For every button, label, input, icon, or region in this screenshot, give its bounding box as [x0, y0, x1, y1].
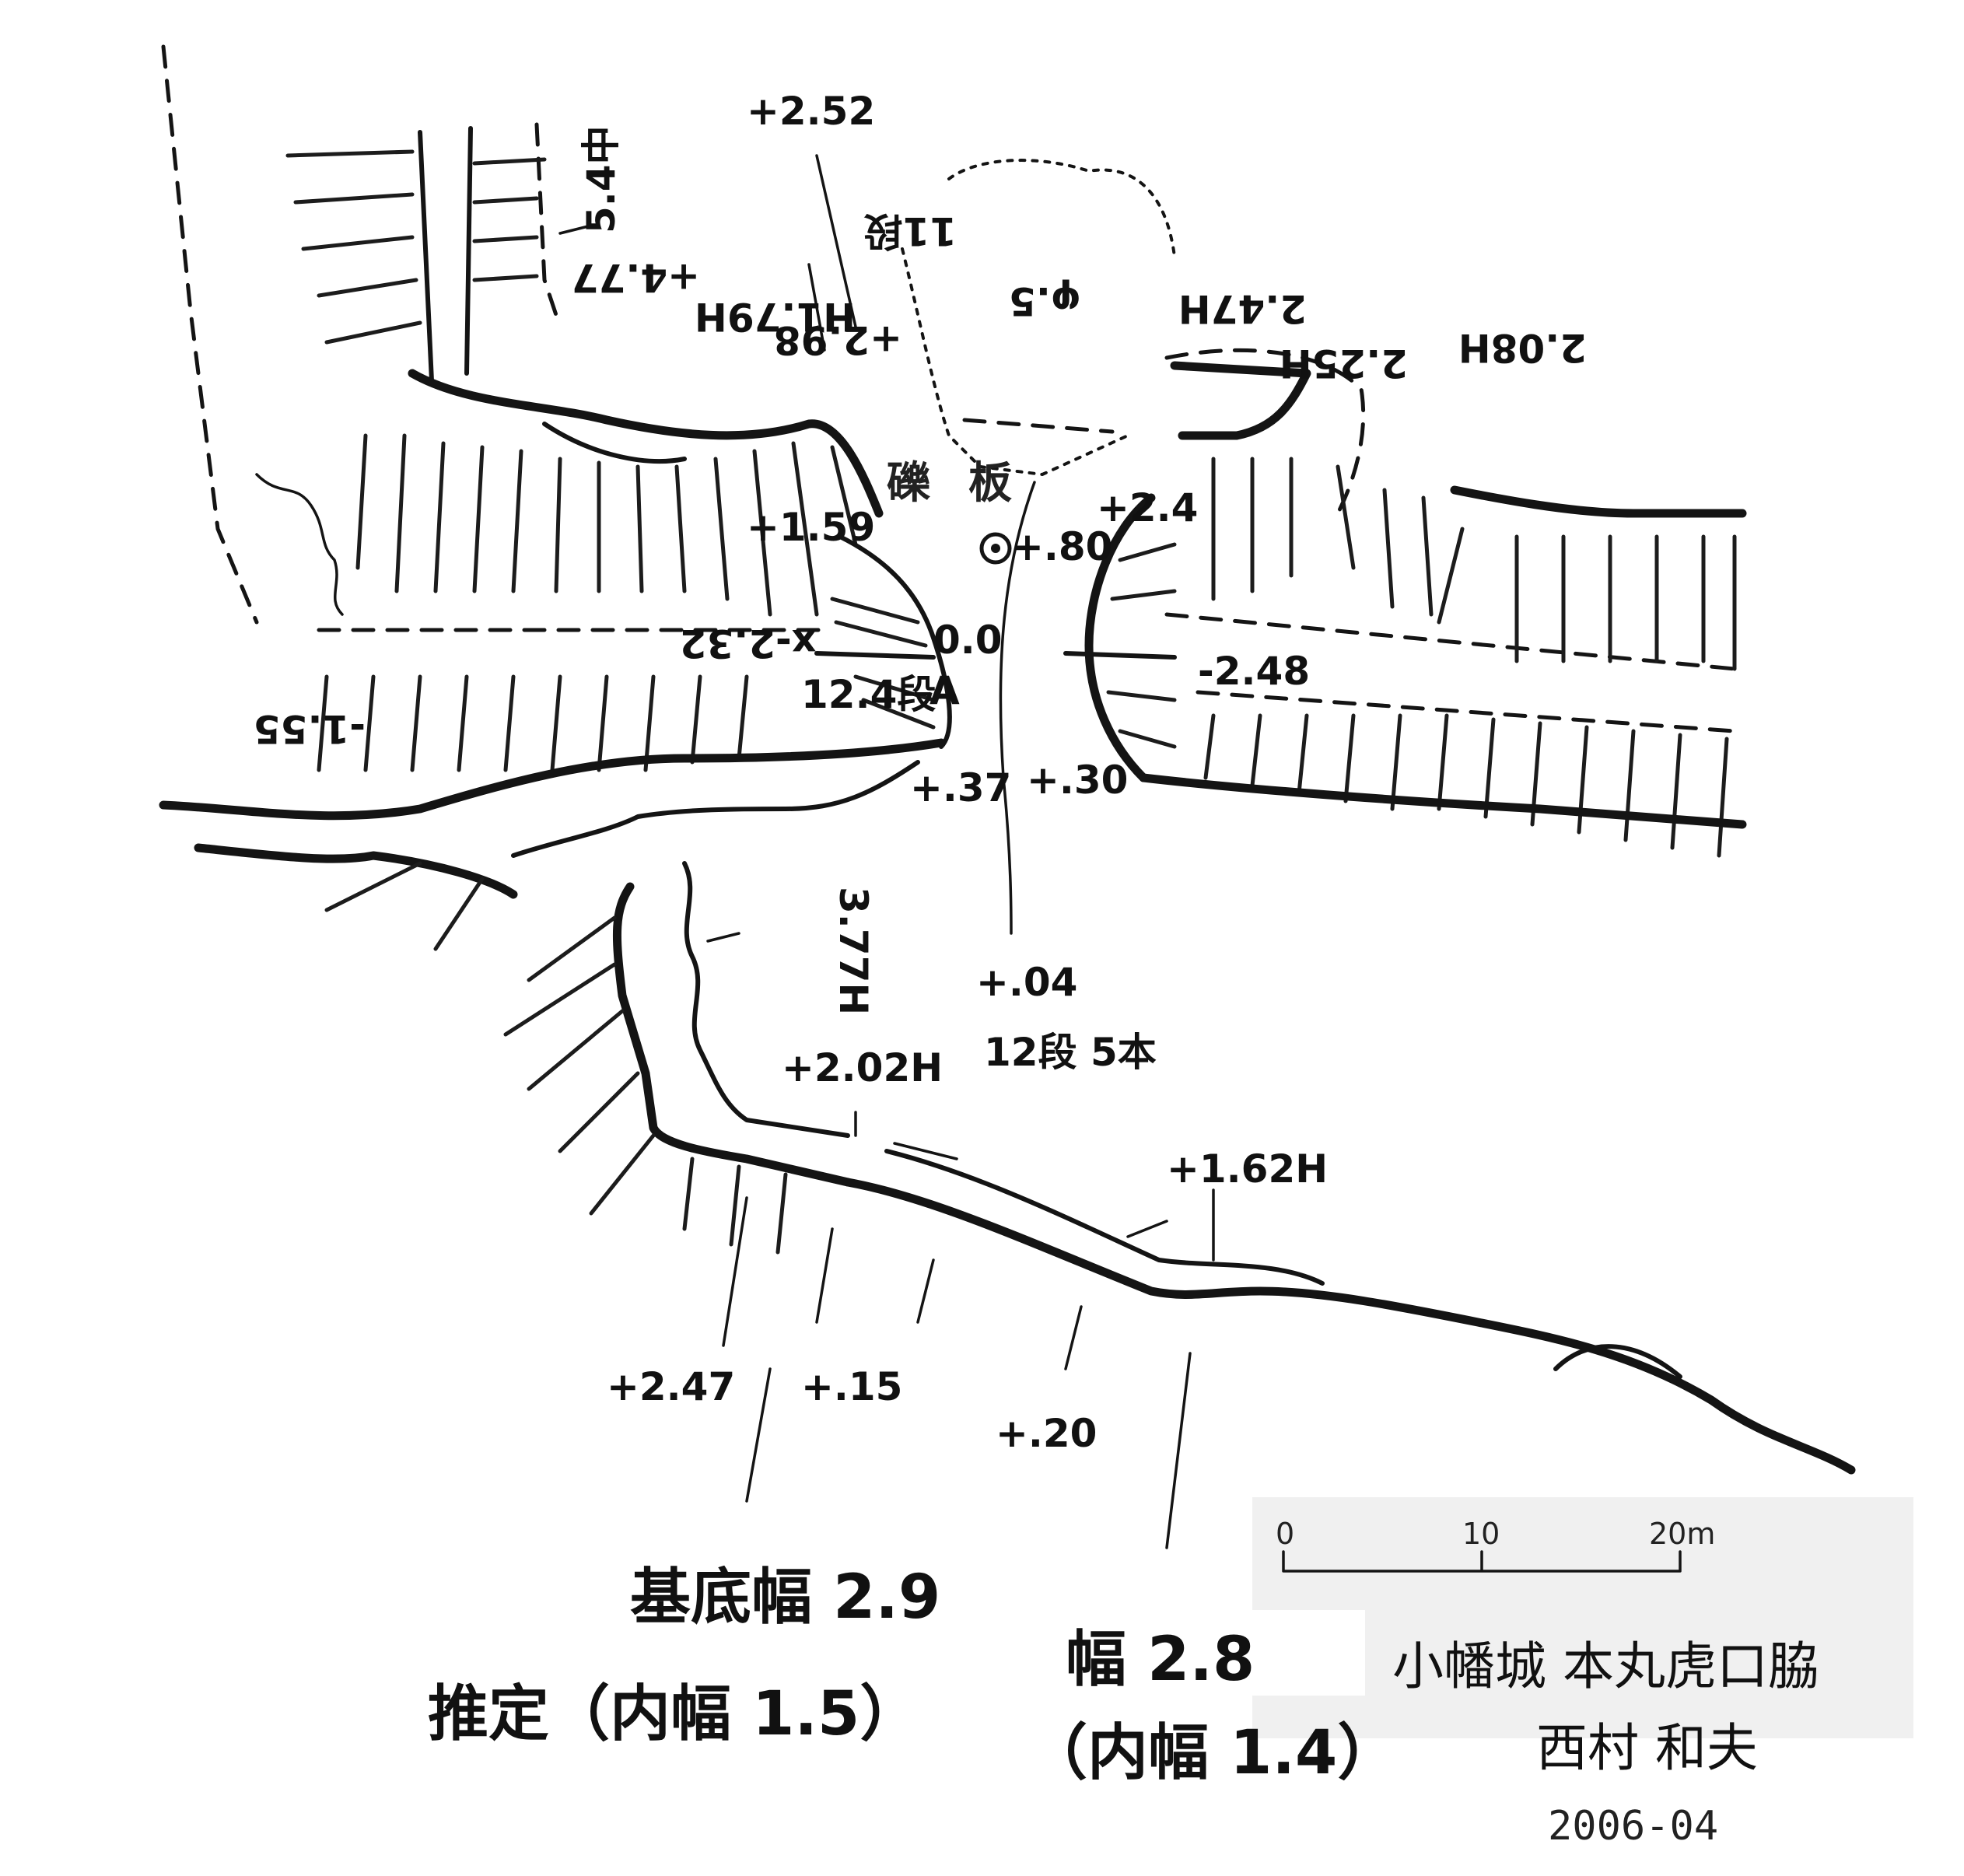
spot-height-plus-2-98: +2.98	[774, 317, 902, 362]
spot-height-2-25h: 2.25H	[1280, 341, 1408, 386]
spot-height-2-08h: 2.08H	[1458, 325, 1587, 370]
right-dashed-bump	[1164, 348, 1366, 516]
survey-point-center	[991, 544, 1000, 553]
area-label-ita: 板	[968, 458, 1012, 509]
scale-tick-10: 10	[1462, 1517, 1500, 1551]
upper-ridge-right-edge	[464, 126, 473, 376]
right-terrace-ridge	[1450, 485, 1747, 518]
spot-height-2-47h: 2.47H	[1178, 286, 1307, 331]
lower-right-bump	[1553, 1344, 1682, 1379]
spot-height-plus-1-62h: +1.62H	[1167, 1146, 1328, 1192]
lower-spur-wiggle	[682, 861, 850, 1138]
left-contour-wiggle	[255, 473, 344, 616]
upper-bump-outline	[947, 159, 1176, 258]
lower-left-hachures	[317, 674, 749, 772]
gate-left-hachures	[830, 597, 936, 730]
spot-height-plus-2-02h: +2.02H	[782, 1045, 943, 1090]
note-width: 幅 2.8	[1066, 1625, 1255, 1695]
note-inner-width: （内幅 1.4）	[1027, 1718, 1398, 1788]
upper-terrace-inner	[542, 422, 687, 464]
spot-height-plus-0-15: +.15	[801, 1364, 902, 1409]
spot-height-0-0: 0.0	[933, 618, 1003, 663]
note-base-width: 基底幅 2.9	[630, 1563, 940, 1633]
spot-height-plus-2-4: +2.4	[1097, 485, 1198, 530]
right-lower-hachures	[1203, 713, 1729, 858]
spot-height-plus-4-77: +4.77	[572, 255, 700, 300]
upper-dashed-line-right	[1164, 612, 1737, 671]
spot-height-plus-2-52: +2.52	[747, 89, 875, 134]
scale-tick-20m: 20m	[1649, 1517, 1715, 1551]
left-boundary-dashed	[161, 44, 259, 625]
spot-height-plus-2-47: +2.47	[607, 1364, 735, 1409]
survey-point-marker	[979, 532, 1012, 565]
survey-date: 2006-04	[1548, 1803, 1718, 1850]
upper-gap-dotted	[901, 247, 1129, 476]
mid-left-hachures	[355, 433, 858, 617]
note-estimate: 推定（内幅 1.5）	[428, 1679, 920, 1749]
scale-bar: 0 10 20m	[1252, 1497, 1913, 1738]
spot-height-11-dan: 11段	[863, 208, 957, 254]
spot-height-plus-0-80: +.80	[1011, 524, 1112, 569]
map-title: 小幡城 本丸虎口脇	[1392, 1636, 1819, 1696]
spot-height-x-minus-2-32: x-2.32	[680, 621, 817, 666]
spot-height-3-77h: 3.77H	[831, 887, 876, 1015]
upper-ridge-dashed-outline	[534, 122, 562, 329]
right-upper-hachures	[1211, 457, 1737, 671]
upper-terrace-edge	[408, 369, 884, 518]
author-name: 西村 和夫	[1536, 1718, 1758, 1778]
spot-height-plus-0-20: +.20	[996, 1411, 1097, 1456]
lower-road-upper	[843, 1178, 1856, 1475]
area-label-reki: 礫	[887, 458, 931, 509]
lower-spur-outline	[612, 882, 852, 1187]
gate-right-bastion	[1084, 493, 1156, 782]
lower-road-lower	[884, 1149, 1325, 1286]
spot-height-plus-1-59: +1.59	[747, 505, 875, 550]
spot-height-plus-0-37: +.37	[910, 765, 1011, 810]
right-terrace-edge	[1170, 361, 1311, 440]
scale-tick-0: 0	[1276, 1517, 1294, 1551]
point-label-a: A	[929, 668, 960, 713]
spot-height-phi-5: φ.5	[1009, 278, 1081, 324]
spot-height-minus-2-48: -2.48	[1198, 649, 1310, 694]
gate-left-step	[814, 651, 936, 660]
step-count-note: 12段 5本	[984, 1030, 1157, 1075]
spot-height-plus-0-04: +.04	[976, 960, 1077, 1005]
spot-height-5-4-mid: 5.4中	[579, 125, 624, 233]
lower-spur-inner	[511, 760, 920, 858]
spot-height-1-79h: H1.79H	[695, 294, 856, 339]
upper-center-dashed	[962, 418, 1115, 434]
main-road-right	[1139, 773, 1747, 829]
spot-height-plus-0-30: +.30	[1027, 758, 1128, 803]
lower-dashed-line-right	[1196, 690, 1737, 733]
upper-left-hachures	[285, 149, 547, 345]
gate-right-step	[1063, 651, 1177, 660]
gate-left-bastion	[838, 534, 952, 749]
upper-ridge-left-edge	[418, 130, 434, 383]
label-arrows	[558, 154, 1215, 1549]
spot-height-12-4-dan: 12.4段	[801, 672, 936, 717]
gate-right-hachures	[1106, 542, 1177, 749]
road-lower-edge-left	[194, 843, 518, 899]
spot-height-minus-1-55: -1.55	[254, 706, 366, 751]
lower-spur-hachures	[324, 861, 788, 1255]
main-road-left	[159, 738, 946, 821]
